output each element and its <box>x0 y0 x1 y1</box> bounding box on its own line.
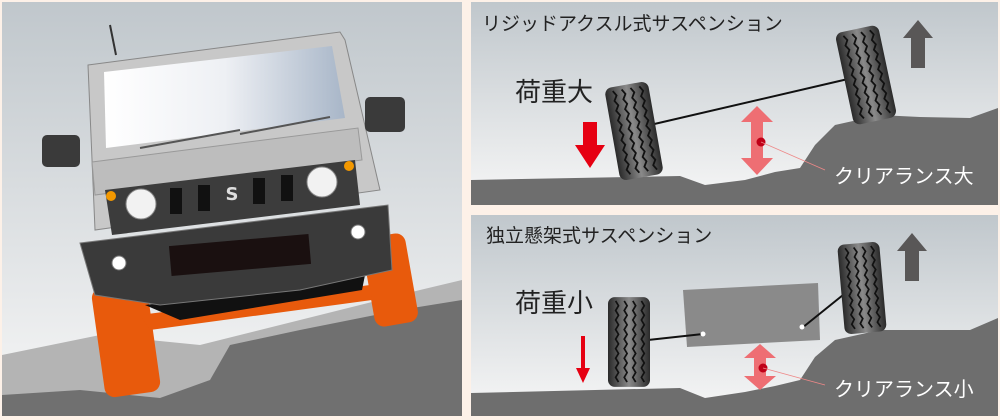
rigid-axle <box>649 78 849 126</box>
left-pivot <box>700 331 706 337</box>
windshield <box>104 46 345 148</box>
load-label: 荷重大 <box>515 78 593 108</box>
lift-up-arrow <box>903 20 933 68</box>
brand-emblem: S <box>226 184 239 205</box>
right-mirror <box>365 97 405 132</box>
left-tire <box>91 282 161 398</box>
right-control-arm <box>801 294 844 329</box>
independent-suspension-panel: 独立懸架式サスペンション 荷重小 クリアランス小 <box>471 215 998 416</box>
right-pivot <box>799 324 805 330</box>
clearance-label: クリアランス小 <box>834 377 974 401</box>
ground <box>471 318 998 416</box>
grille <box>105 160 360 235</box>
panel-title: リジッドアクスル式サスペンション <box>482 13 783 35</box>
right-headlight <box>306 166 338 198</box>
vehicle-body <box>683 283 820 347</box>
lift-up-arrow <box>897 233 927 281</box>
antenna <box>109 24 117 56</box>
load-label: 荷重小 <box>515 289 593 319</box>
ground <box>471 108 998 205</box>
foreground-rock <box>2 300 462 416</box>
suv-front-view: S <box>42 24 418 398</box>
right-tire <box>836 240 888 336</box>
left-foglight <box>111 255 127 271</box>
panel-title: 独立懸架式サスペンション <box>486 225 712 247</box>
leader-line <box>760 141 826 171</box>
hood <box>91 127 363 196</box>
left-headlight <box>125 188 157 220</box>
left-mirror <box>42 135 80 167</box>
vehicle-panel: S <box>2 2 462 416</box>
leader-line <box>762 367 826 386</box>
license-plate-recess <box>168 233 312 277</box>
grille-slots <box>170 175 293 214</box>
right-foglight <box>350 224 366 240</box>
load-down-arrow <box>576 336 590 383</box>
right-indicator <box>344 161 354 171</box>
left-indicator <box>106 191 116 201</box>
rigid-axle-panel: リジッドアクスル式サスペンション 荷重大 クリアランス大 <box>471 2 998 205</box>
left-control-arm <box>647 333 704 341</box>
clearance-label: クリアランス大 <box>834 164 974 188</box>
wiper <box>139 116 331 149</box>
load-down-arrow <box>575 122 605 168</box>
left-tire <box>607 296 651 388</box>
